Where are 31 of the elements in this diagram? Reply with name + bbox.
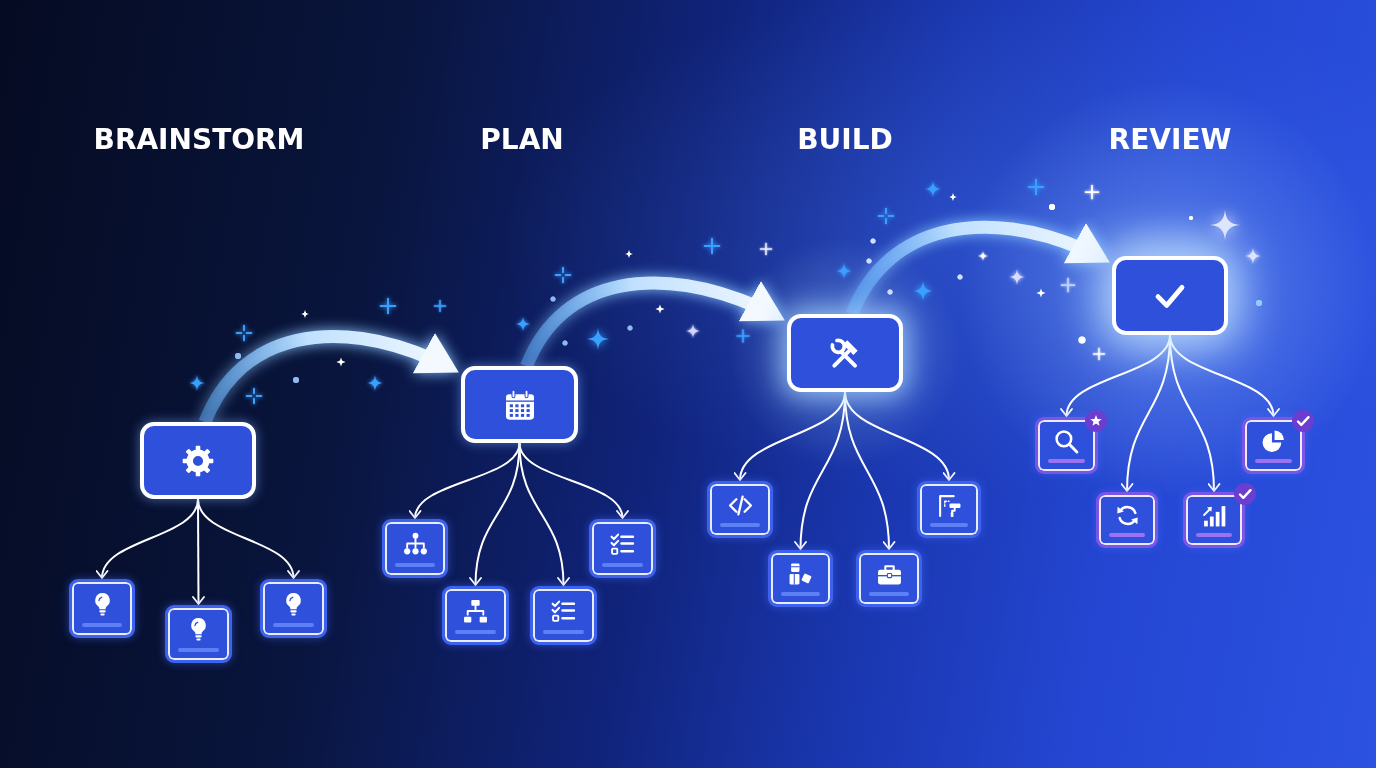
- stage-box: [1112, 256, 1228, 335]
- stage-box: [461, 366, 578, 443]
- arrow: [518, 442, 628, 519]
- arrow: [1169, 334, 1279, 417]
- task-card: [165, 605, 232, 663]
- arrow: [469, 442, 521, 586]
- task-card: [768, 550, 833, 607]
- arrow: [197, 498, 299, 579]
- task-card: [530, 586, 597, 645]
- task-card: [442, 586, 509, 645]
- task-card: [382, 519, 448, 578]
- stage-title: REVIEW: [1108, 124, 1232, 156]
- task-card: [260, 579, 327, 638]
- curved-arrow: [846, 220, 1112, 317]
- task-card: [1096, 492, 1158, 548]
- stage-title: BUILD: [797, 124, 893, 156]
- task-card: [1035, 417, 1098, 474]
- task-card: [1183, 492, 1245, 548]
- task-card: [589, 519, 656, 578]
- stage-box: [140, 422, 256, 499]
- task-card: [856, 550, 922, 607]
- task-card: [707, 481, 773, 538]
- stage-title: BRAINSTORM: [93, 124, 305, 156]
- curved-arrow: [520, 276, 787, 369]
- task-card: [917, 481, 981, 538]
- curved-arrow: [199, 330, 461, 425]
- task-card: [1242, 417, 1305, 474]
- stage-title: PLAN: [480, 124, 564, 156]
- arrow: [844, 391, 954, 481]
- stage-box: [787, 314, 903, 392]
- task-card: [69, 579, 135, 638]
